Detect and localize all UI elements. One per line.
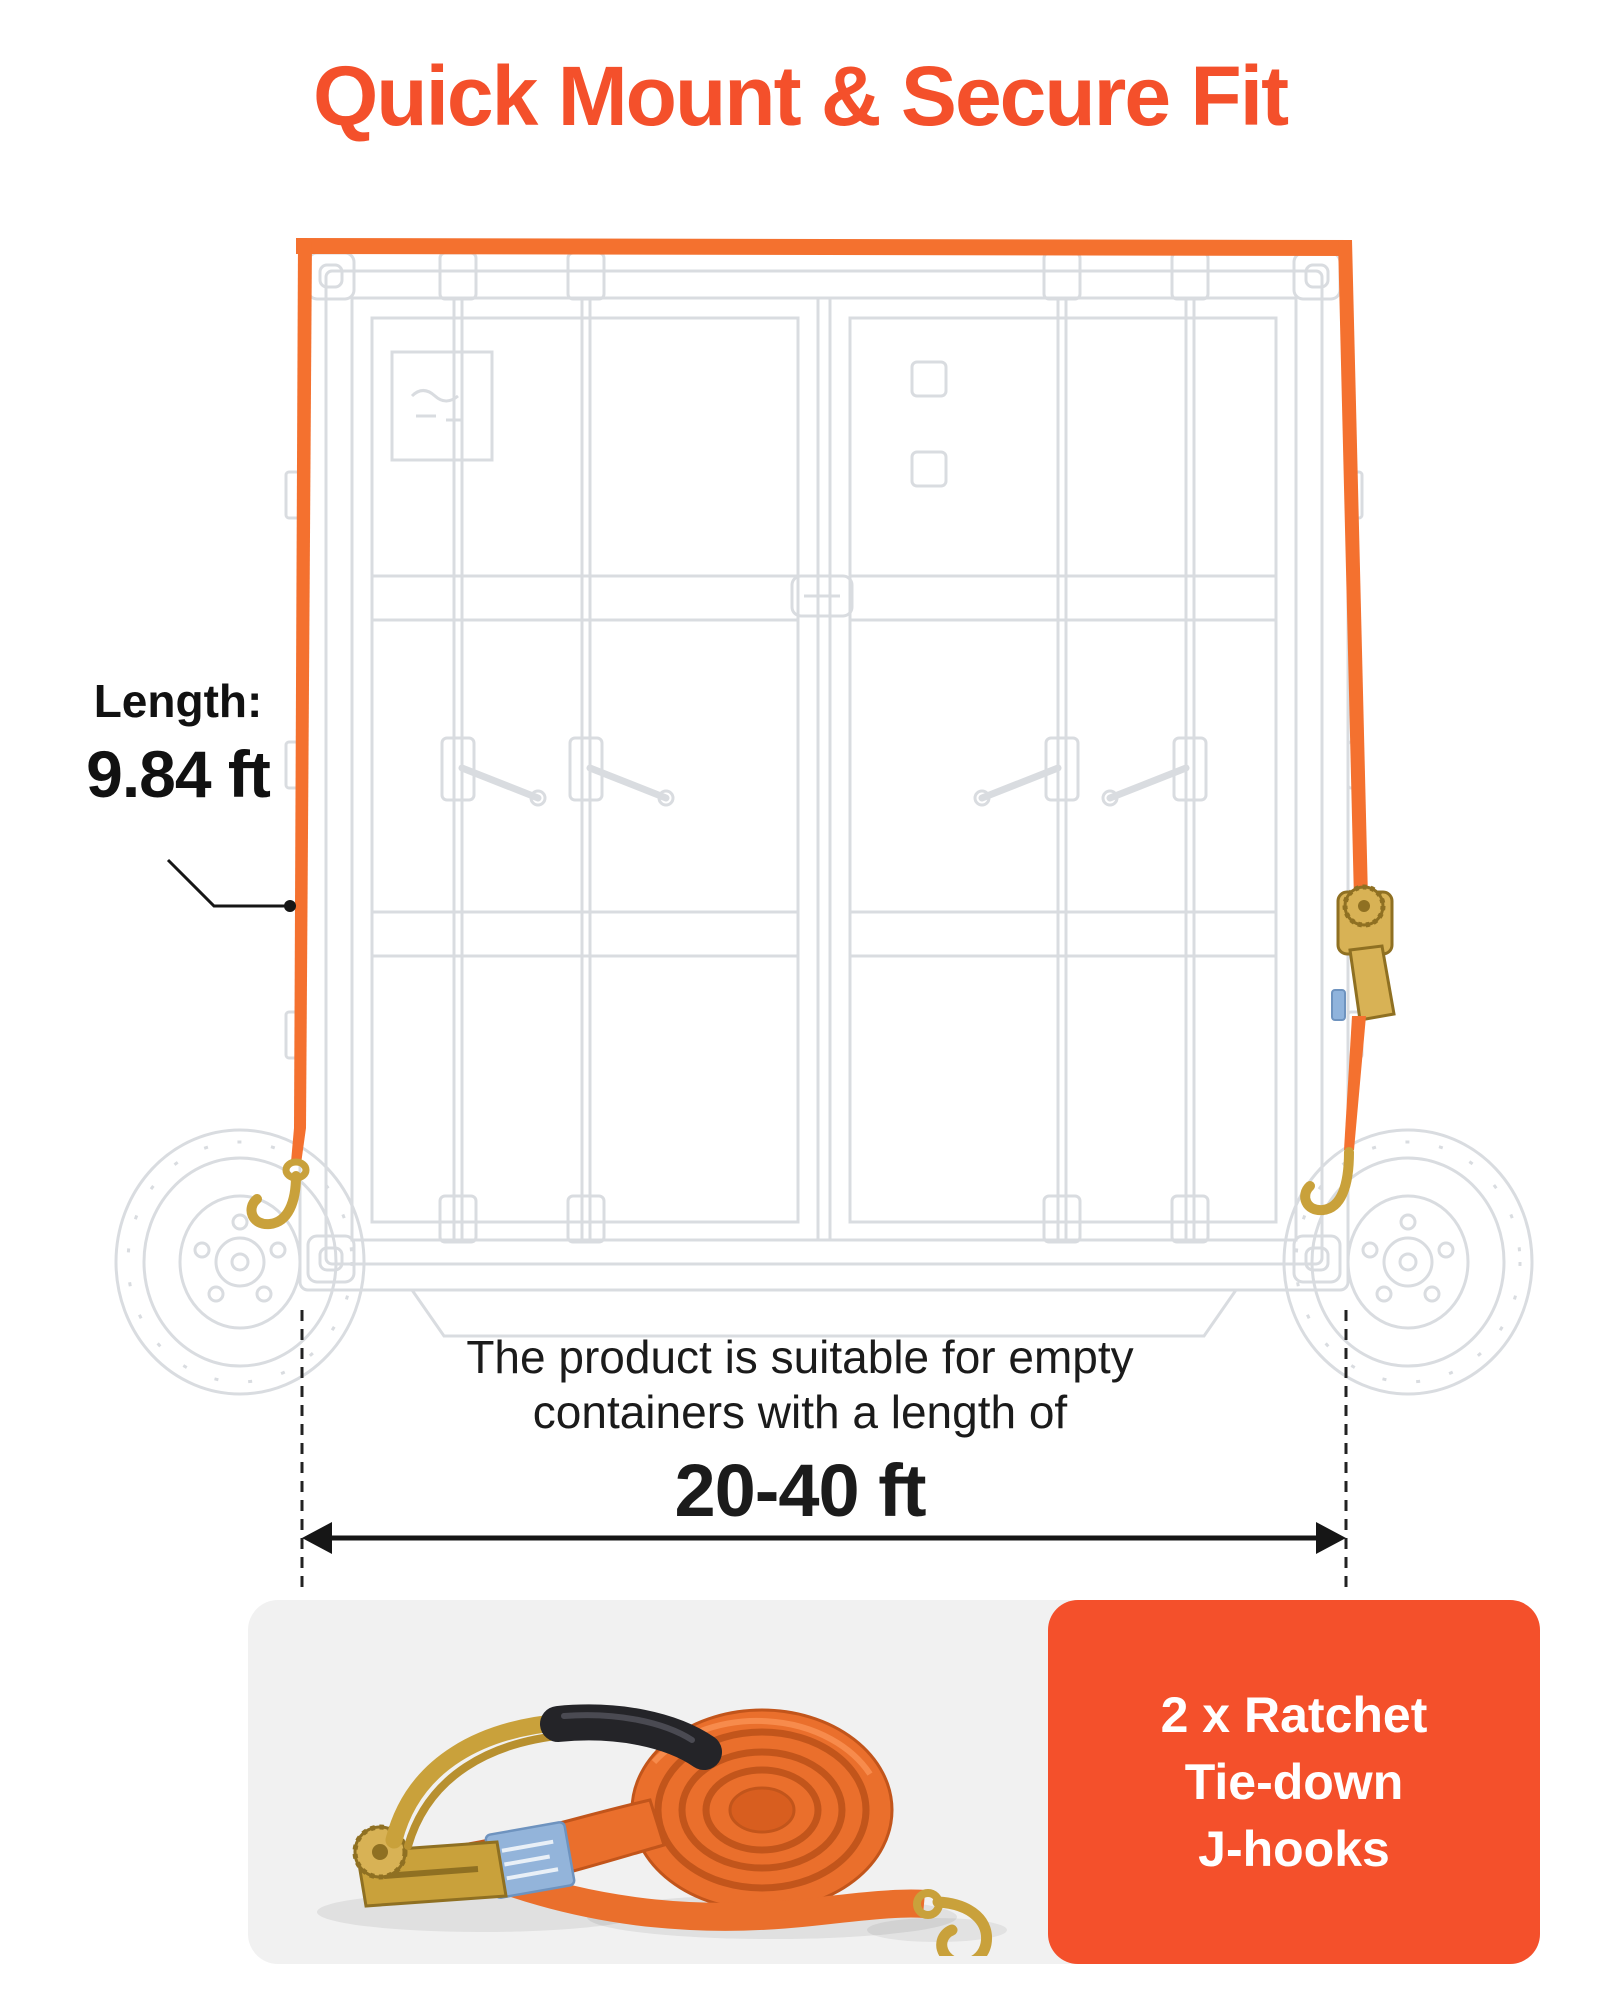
length-leader-line [166,858,296,912]
j-hook-icon [913,1889,993,1956]
dimension-markers [300,1310,1348,1592]
suitability-line-1: The product is suitable for empty [466,1331,1134,1383]
lock-rod [973,251,1082,1244]
lock-rod [1101,251,1210,1244]
strap-right-tail [1344,1016,1366,1150]
right-wheel [1282,1128,1534,1396]
left-wheel [114,1128,366,1396]
ratchet-mechanism [352,1824,508,1908]
tie-down-strap [246,238,1396,1230]
length-label: Length: 9.84 ft [28,674,328,812]
strap-top-run [296,238,1352,256]
product-badge: 2 x Ratchet Tie-down J-hooks [1048,1600,1540,1964]
length-label-value: 9.84 ft [86,737,271,811]
ratchet-handle [385,1704,722,1850]
left-door [370,316,800,1224]
strap-tag [1331,989,1346,1021]
door-vents [910,360,948,488]
badge-line-2: Tie-down [1184,1753,1404,1810]
right-door [848,316,1278,1224]
strap-tail [499,1866,926,1931]
consignment-plate [390,350,494,462]
container-doors [350,296,1298,1242]
ratchet-buckle [1331,884,1396,1022]
length-label-caption: Length: [93,675,263,727]
page-title: Quick Mount & Secure Fit [312,49,1289,143]
ratchet-strap-photo [317,1704,1007,1956]
badge-line-1: 2 x Ratchet [1160,1686,1428,1743]
lock-rod [566,251,675,1244]
dimension-arrow [302,1522,1346,1554]
lock-rod [438,251,547,1244]
container-drawing [284,243,1364,1338]
strap-left-run [294,240,312,1128]
suitability-note: The product is suitable for empty contai… [0,1330,1600,1533]
bottom-skirt [409,1288,1239,1338]
container-length-range: 20-40 ft [674,1449,926,1533]
j-hook-left [246,1158,310,1230]
badge-line-3: J-hooks [1198,1820,1390,1877]
suitability-line-2: containers with a length of [532,1386,1068,1439]
center-latch [790,574,854,618]
strap-right-run [1338,240,1368,900]
j-hook-right [1300,1147,1354,1216]
